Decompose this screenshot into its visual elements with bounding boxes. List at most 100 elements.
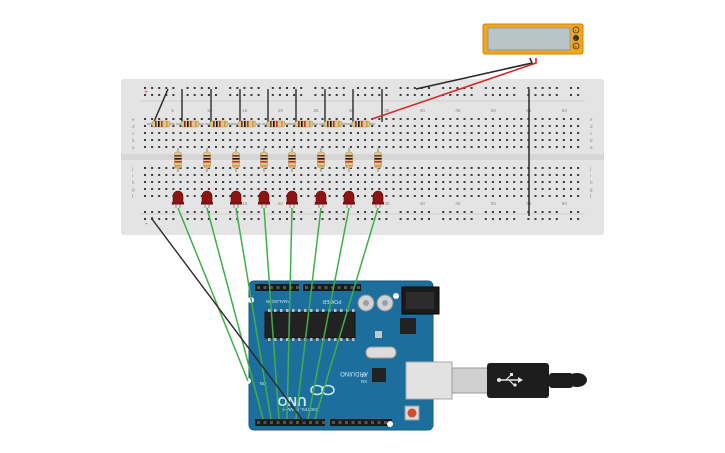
breadboard-hole[interactable] [534, 94, 537, 96]
breadboard-hole[interactable] [357, 167, 359, 169]
breadboard-hole[interactable] [165, 211, 168, 213]
display-pin-1[interactable] [572, 26, 580, 34]
breadboard-hole[interactable] [328, 132, 331, 134]
breadboard-hole[interactable] [293, 94, 296, 96]
breadboard-hole[interactable] [463, 167, 466, 169]
breadboard-hole[interactable] [144, 174, 146, 176]
breadboard-hole[interactable] [243, 118, 246, 120]
breadboard-hole[interactable] [555, 218, 558, 220]
breadboard-hole[interactable] [541, 87, 544, 89]
led[interactable] [258, 190, 270, 208]
breadboard-hole[interactable] [179, 188, 182, 190]
breadboard-hole[interactable] [577, 87, 580, 89]
breadboard-hole[interactable] [577, 125, 580, 127]
breadboard-hole[interactable] [470, 174, 473, 176]
breadboard-hole[interactable] [300, 211, 303, 213]
breadboard-hole[interactable] [470, 218, 473, 220]
breadboard-hole[interactable] [371, 195, 374, 197]
breadboard-hole[interactable] [378, 125, 381, 127]
breadboard-hole[interactable] [477, 188, 480, 190]
breadboard-hole[interactable] [321, 132, 324, 134]
breadboard-hole[interactable] [499, 218, 501, 220]
green-signal-wire[interactable] [206, 207, 264, 420]
breadboard-hole[interactable] [371, 125, 374, 127]
header-pin[interactable] [302, 421, 306, 424]
breadboard-hole[interactable] [534, 211, 537, 213]
breadboard-hole[interactable] [491, 167, 494, 169]
breadboard-hole[interactable] [193, 211, 196, 213]
breadboard-hole[interactable] [314, 139, 317, 141]
breadboard-hole[interactable] [307, 188, 310, 190]
breadboard-hole[interactable] [406, 181, 409, 183]
breadboard-hole[interactable] [165, 167, 168, 169]
breadboard-hole[interactable] [207, 211, 210, 213]
resistor[interactable] [319, 120, 347, 128]
breadboard-hole[interactable] [307, 139, 310, 141]
breadboard-hole[interactable] [215, 118, 217, 120]
breadboard-hole[interactable] [286, 94, 288, 96]
breadboard-hole[interactable] [513, 118, 516, 120]
breadboard-hole[interactable] [420, 218, 423, 220]
breadboard-hole[interactable] [548, 195, 551, 197]
breadboard-hole[interactable] [570, 94, 572, 96]
breadboard-hole[interactable] [300, 94, 303, 96]
breadboard-hole[interactable] [215, 167, 217, 169]
breadboard-hole[interactable] [271, 211, 274, 213]
breadboard-hole[interactable] [420, 125, 423, 127]
breadboard-hole[interactable] [506, 125, 509, 127]
breadboard-hole[interactable] [364, 139, 367, 141]
breadboard-hole[interactable] [428, 174, 430, 176]
breadboard-hole[interactable] [484, 146, 487, 148]
breadboard-hole[interactable] [399, 195, 402, 197]
breadboard-hole[interactable] [300, 167, 303, 169]
breadboard-hole[interactable] [243, 87, 246, 89]
breadboard-hole[interactable] [186, 132, 189, 134]
breadboard-hole[interactable] [364, 87, 367, 89]
breadboard-hole[interactable] [321, 211, 324, 213]
breadboard-hole[interactable] [577, 132, 580, 134]
breadboard-hole[interactable] [420, 211, 423, 213]
black-jumper-wire[interactable] [152, 88, 169, 125]
breadboard-hole[interactable] [406, 118, 409, 120]
breadboard-hole[interactable] [172, 167, 175, 169]
breadboard-hole[interactable] [186, 94, 189, 96]
breadboard-hole[interactable] [286, 118, 288, 120]
breadboard-hole[interactable] [364, 211, 367, 213]
breadboard-hole[interactable] [463, 139, 466, 141]
resistor[interactable] [203, 148, 211, 172]
breadboard-hole[interactable] [222, 132, 225, 134]
breadboard-hole[interactable] [463, 181, 466, 183]
breadboard-hole[interactable] [499, 188, 501, 190]
breadboard-hole[interactable] [286, 211, 288, 213]
breadboard-hole[interactable] [477, 139, 480, 141]
breadboard-hole[interactable] [428, 125, 430, 127]
header-pin[interactable] [345, 421, 348, 424]
breadboard-hole[interactable] [207, 146, 210, 148]
breadboard-hole[interactable] [477, 195, 480, 197]
breadboard-hole[interactable] [477, 125, 480, 127]
breadboard-hole[interactable] [236, 188, 239, 190]
breadboard-hole[interactable] [562, 146, 565, 148]
breadboard-hole[interactable] [491, 132, 494, 134]
breadboard-hole[interactable] [286, 188, 288, 190]
breadboard-hole[interactable] [193, 195, 196, 197]
breadboard-hole[interactable] [534, 167, 537, 169]
breadboard-hole[interactable] [250, 146, 253, 148]
breadboard-hole[interactable] [151, 139, 154, 141]
breadboard-hole[interactable] [371, 174, 374, 176]
breadboard-hole[interactable] [300, 87, 303, 89]
breadboard-hole[interactable] [300, 118, 303, 120]
breadboard-hole[interactable] [513, 94, 516, 96]
breadboard-hole[interactable] [399, 125, 402, 127]
breadboard-hole[interactable] [570, 211, 572, 213]
breadboard-hole[interactable] [435, 195, 438, 197]
breadboard-hole[interactable] [548, 167, 551, 169]
breadboard-hole[interactable] [349, 125, 352, 127]
breadboard-hole[interactable] [264, 181, 267, 183]
breadboard-hole[interactable] [371, 188, 374, 190]
breadboard-hole[interactable] [165, 181, 168, 183]
breadboard-hole[interactable] [385, 174, 388, 176]
breadboard-hole[interactable] [463, 146, 466, 148]
breadboard-hole[interactable] [406, 167, 409, 169]
breadboard-hole[interactable] [534, 139, 537, 141]
